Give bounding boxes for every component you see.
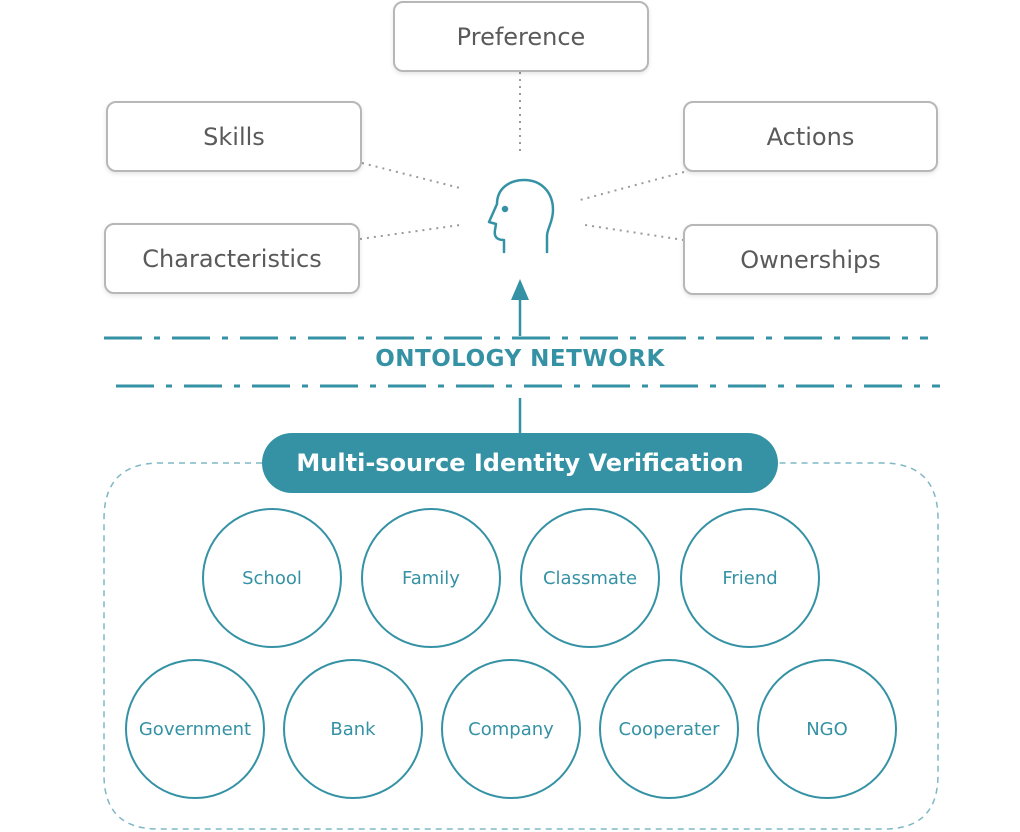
- sources-container: [103, 462, 939, 830]
- characteristics-label: Characteristics: [142, 244, 322, 273]
- ownerships-label: Ownerships: [740, 245, 881, 274]
- skills-connector: [361, 162, 461, 189]
- source-circle-bank: Bank: [283, 659, 423, 799]
- preference-box: Preference: [393, 1, 649, 72]
- source-circle-company: Company: [441, 659, 581, 799]
- skills-label: Skills: [203, 122, 265, 151]
- actions-connector: [579, 171, 685, 201]
- ownerships-box: Ownerships: [683, 224, 938, 295]
- source-circle-family: Family: [361, 508, 501, 648]
- ownerships-connector: [584, 224, 685, 241]
- characteristics-connector: [359, 224, 461, 240]
- source-circle-friend: Friend: [680, 508, 820, 648]
- characteristics-box: Characteristics: [104, 223, 360, 294]
- source-circle-cooperater: Cooperater: [599, 659, 739, 799]
- source-circle-school: School: [202, 508, 342, 648]
- actions-box: Actions: [683, 101, 938, 172]
- source-circle-classmate: Classmate: [520, 508, 660, 648]
- actions-label: Actions: [766, 122, 855, 151]
- preference-label: Preference: [456, 22, 586, 51]
- source-circle-government: Government: [125, 659, 265, 799]
- ontology-network-label: ONTOLOGY NETWORK: [375, 346, 665, 372]
- person-head-icon: [487, 178, 555, 254]
- verification-title: Multi-source Identity Verification: [262, 433, 778, 493]
- arrow-up-icon: [511, 279, 529, 336]
- source-circle-ngo: NGO: [757, 659, 897, 799]
- skills-box: Skills: [106, 101, 362, 172]
